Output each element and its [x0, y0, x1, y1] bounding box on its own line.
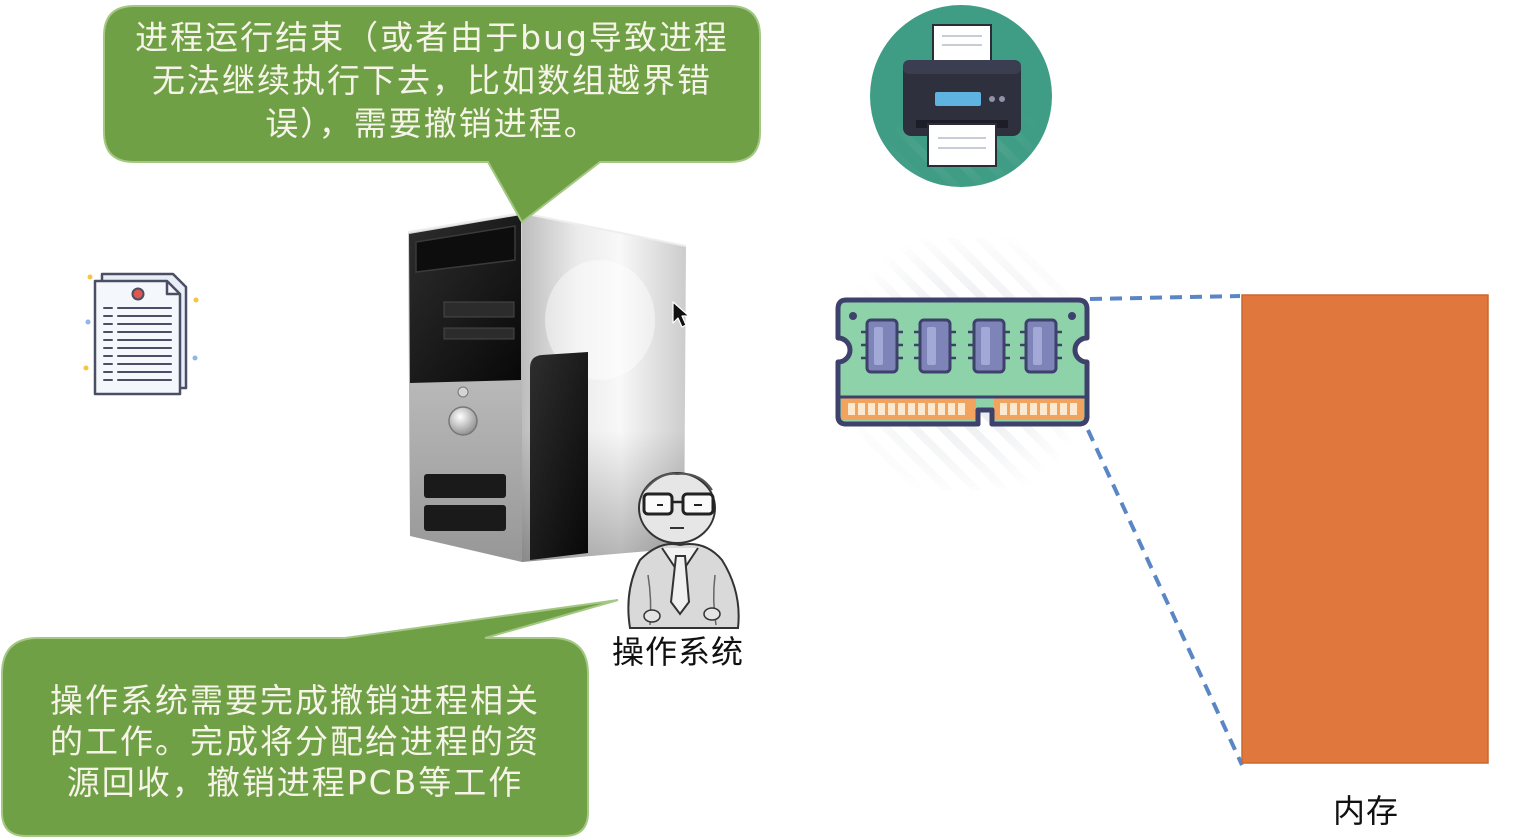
bottom-bubble-line: 操作系统需要完成撤销进程相关: [50, 681, 540, 720]
top-bubble-line: 误），需要撤销进程。: [265, 104, 599, 143]
power-led: [457, 386, 469, 398]
memory-label: 内存: [1332, 792, 1399, 830]
drive-slot: [443, 327, 515, 340]
top-speech-bubble: [103, 5, 761, 224]
printer-screen: [935, 92, 981, 106]
mouse-cursor-icon: [672, 301, 690, 328]
memory-connector-bottom: [1086, 429, 1244, 766]
ram-screw-hole: [849, 312, 857, 320]
bottom-speech-bubble: [1, 599, 619, 837]
drive-bay: [415, 225, 516, 273]
ram-chips: [861, 318, 1062, 374]
person-tie: [669, 555, 691, 616]
bottom-bubble-line: 源回收，撤销进程PCB等工作: [66, 763, 524, 802]
bottom-bubble-line: 的工作。完成将分配给进程的资: [50, 722, 540, 761]
printer-paper-out: [927, 123, 997, 167]
printer-icon: [870, 5, 1052, 190]
top-bubble-text: 进程运行结束（或者由于bug导致进程 无法继续执行下去，比如数组越界错 误），需…: [104, 16, 760, 145]
document-icon: [83, 272, 199, 396]
person-icon: [627, 472, 740, 629]
os-label: 操作系统: [611, 633, 744, 671]
tower-side-recess: [530, 352, 588, 560]
memory-block: [1241, 294, 1489, 764]
ram-stick-icon: [835, 238, 1090, 490]
drive-slot: [443, 301, 515, 318]
computer-tower-icon: [407, 211, 687, 562]
memory-connector-top: [1089, 294, 1241, 301]
top-bubble-line: 无法继续执行下去，比如数组越界错: [152, 61, 712, 100]
bottom-bubble-text: 操作系统需要完成撤销进程相关 的工作。完成将分配给进程的资 源回收，撤销进程PC…: [2, 680, 588, 803]
front-grille: [424, 505, 506, 531]
power-button: [448, 406, 478, 436]
top-bubble-line: 进程运行结束（或者由于bug导致进程: [135, 18, 729, 57]
ram-screw-hole: [1068, 312, 1076, 320]
front-grille: [424, 474, 506, 498]
